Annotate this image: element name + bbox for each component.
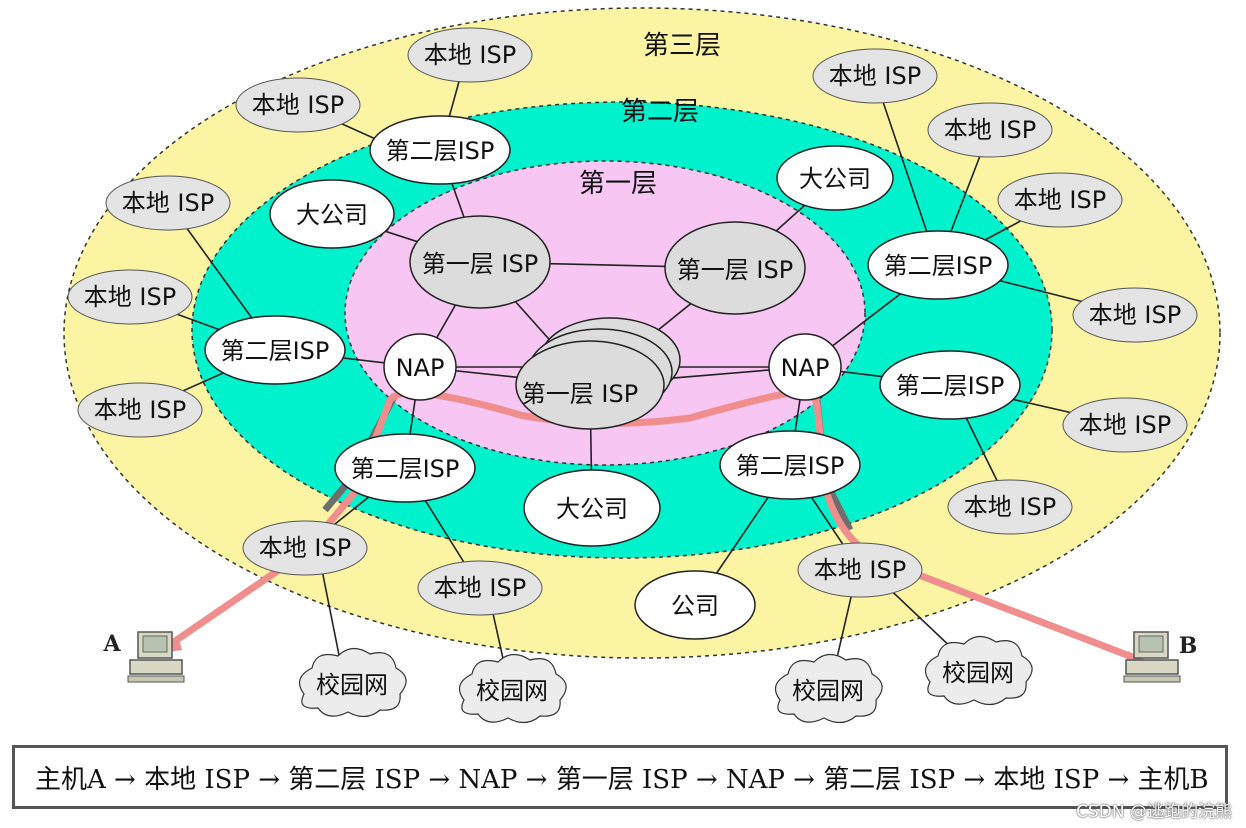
svg-text:本地 ISP: 本地 ISP	[964, 493, 1056, 521]
svg-text:校园网: 校园网	[476, 677, 548, 705]
svg-text:大公司: 大公司	[556, 495, 628, 523]
svg-text:NAP: NAP	[781, 354, 830, 382]
tier2-isp-left: 第二层ISP	[204, 315, 346, 385]
svg-text:本地 ISP: 本地 ISP	[252, 91, 344, 119]
svg-text:第一层 ISP: 第一层 ISP	[522, 380, 638, 408]
host-b-computer-icon	[1123, 631, 1181, 683]
svg-text:本地 ISP: 本地 ISP	[122, 189, 214, 217]
svg-text:公司: 公司	[671, 592, 719, 620]
svg-text:本地 ISP: 本地 ISP	[1079, 411, 1171, 439]
campus-net-2: 校园网	[458, 653, 567, 724]
nap-left: NAP	[383, 333, 457, 401]
host-b-label: B	[1179, 633, 1198, 659]
tier2-isp-top-right: 第二层ISP	[867, 230, 1009, 300]
big-company-right: 大公司	[776, 145, 894, 211]
local-isp-bottom-left: 本地 ISP	[242, 520, 368, 576]
svg-text:本地 ISP: 本地 ISP	[259, 534, 351, 562]
tier2-isp-right: 第二层ISP	[879, 350, 1021, 420]
svg-text:本地 ISP: 本地 ISP	[94, 396, 186, 424]
svg-text:第二层ISP: 第二层ISP	[736, 452, 845, 480]
svg-text:本地 ISP: 本地 ISP	[814, 556, 906, 584]
svg-text:第二层ISP: 第二层ISP	[386, 137, 495, 165]
tier2-isp-top-left: 第二层ISP	[369, 115, 511, 185]
company-bottom: 公司	[634, 570, 756, 640]
svg-text:本地 ISP: 本地 ISP	[944, 116, 1036, 144]
svg-text:校园网: 校园网	[316, 671, 388, 699]
local-isp-left-1: 本地 ISP	[105, 175, 231, 231]
svg-text:校园网: 校园网	[942, 659, 1014, 687]
nap-right: NAP	[768, 333, 842, 401]
svg-text:第二层ISP: 第二层ISP	[221, 337, 330, 365]
svg-text:第二层ISP: 第二层ISP	[884, 252, 993, 280]
svg-text:本地 ISP: 本地 ISP	[434, 574, 526, 602]
campus-net-1: 校园网	[298, 647, 407, 718]
local-isp-right-top-1: 本地 ISP	[812, 48, 938, 104]
tier2-isp-bottom-left: 第二层ISP	[334, 433, 476, 503]
local-isp-bottom-right: 本地 ISP	[797, 542, 923, 598]
svg-text:NAP: NAP	[396, 354, 445, 382]
local-isp-top: 本地 ISP	[407, 27, 533, 83]
svg-text:第二层ISP: 第二层ISP	[896, 372, 1005, 400]
svg-text:本地 ISP: 本地 ISP	[424, 41, 516, 69]
route-summary-box: 主机A → 本地 ISP → 第二层 ISP → NAP → 第一层 ISP →…	[12, 745, 1228, 809]
route-summary-text: 主机A → 本地 ISP → 第二层 ISP → NAP → 第一层 ISP →…	[35, 764, 1209, 795]
svg-text:大公司: 大公司	[799, 165, 871, 193]
svg-text:本地 ISP: 本地 ISP	[84, 283, 176, 311]
local-isp-left-3: 本地 ISP	[77, 382, 203, 438]
svg-text:第一层 ISP: 第一层 ISP	[422, 250, 538, 278]
svg-text:第一层 ISP: 第一层 ISP	[677, 256, 793, 284]
local-isp-right-top-3: 本地 ISP	[997, 172, 1123, 228]
local-isp-bottom-mid: 本地 ISP	[417, 560, 543, 616]
campus-net-4: 校园网	[924, 635, 1033, 706]
host-a-label: A	[102, 631, 121, 657]
watermark: CSDN @逃跑的浣熊	[1076, 802, 1232, 822]
svg-text:大公司: 大公司	[296, 201, 368, 229]
svg-text:第二层ISP: 第二层ISP	[351, 455, 460, 483]
tier2-isp-bottom-right: 第二层ISP	[719, 430, 861, 500]
big-company-bottom: 大公司	[523, 469, 661, 547]
local-isp-right-low: 本地 ISP	[1062, 397, 1188, 453]
local-isp-right-bottom: 本地 ISP	[947, 479, 1073, 535]
local-isp-left-2: 本地 ISP	[67, 269, 193, 325]
tier2-label: 第二层	[621, 97, 699, 127]
tier1-isp-right: 第一层 ISP	[664, 221, 806, 315]
tier1-isp-core: 第一层 ISP	[515, 317, 681, 430]
tier1-label: 第一层	[579, 169, 657, 199]
local-isp-top-left: 本地 ISP	[235, 77, 361, 133]
local-isp-right-mid: 本地 ISP	[1072, 287, 1198, 343]
svg-text:校园网: 校园网	[792, 677, 864, 705]
tier1-isp-left: 第一层 ISP	[409, 215, 551, 309]
svg-text:本地 ISP: 本地 ISP	[829, 62, 921, 90]
local-isp-right-top-2: 本地 ISP	[927, 102, 1053, 158]
host-a-computer-icon	[127, 631, 185, 683]
tier3-label: 第三层	[643, 31, 721, 61]
svg-text:本地 ISP: 本地 ISP	[1089, 301, 1181, 329]
svg-text:本地 ISP: 本地 ISP	[1014, 186, 1106, 214]
campus-net-3: 校园网	[774, 653, 883, 724]
big-company-left: 大公司	[269, 179, 395, 249]
